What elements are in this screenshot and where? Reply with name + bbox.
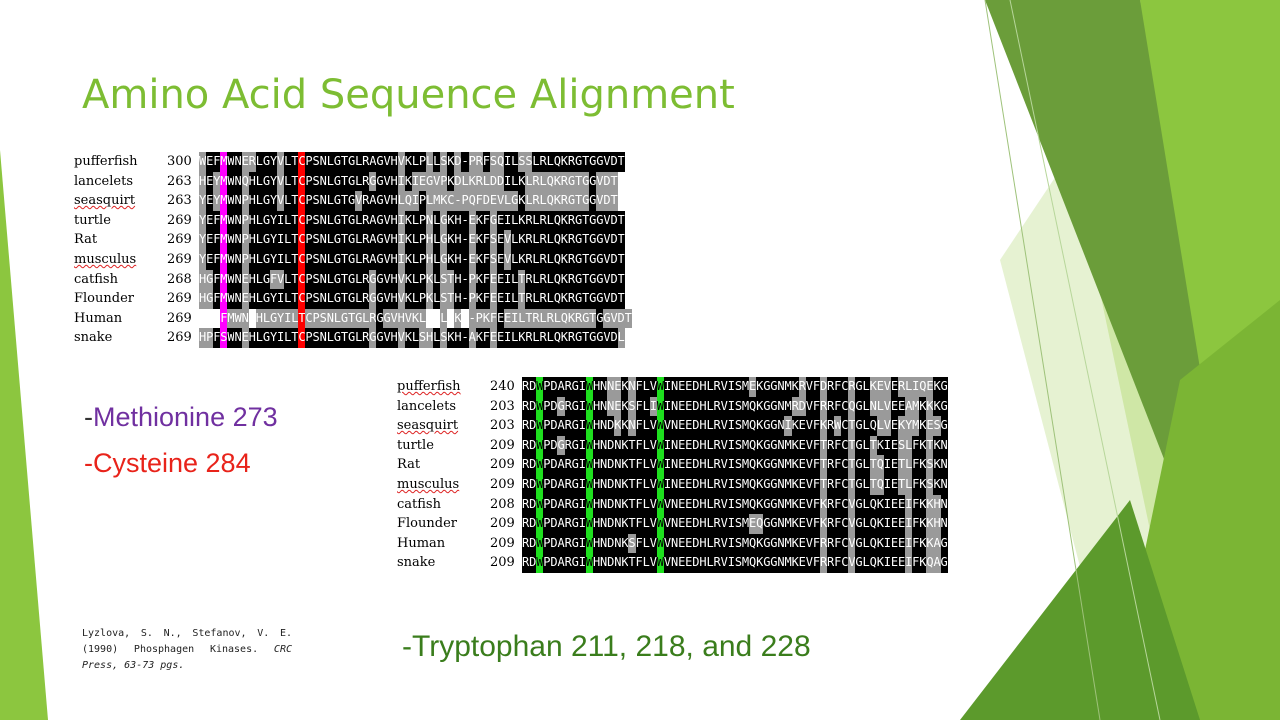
- species-name: turtle: [397, 437, 434, 453]
- residue-number: 263: [167, 173, 192, 189]
- species-name: lancelets: [74, 173, 134, 189]
- citation-authors: Lyzlova, S. N., Stefanov, V. E. (1990) P…: [82, 628, 292, 655]
- cysteine-label: -Cysteine 284: [84, 448, 251, 478]
- decor-line: [984, 0, 1101, 720]
- species-name: Flounder: [397, 516, 457, 532]
- residue-number: 268: [167, 271, 192, 287]
- species-name: Rat: [74, 232, 98, 248]
- species-name: lancelets: [397, 398, 457, 414]
- methionine-text: Methionine 273: [93, 402, 278, 432]
- residue-number: 203: [490, 398, 515, 414]
- decor-left-shape: [0, 150, 48, 720]
- residue-number: 209: [490, 457, 515, 473]
- residue-number: 209: [490, 535, 515, 551]
- residue-number: 209: [490, 437, 515, 453]
- species-name: Human: [397, 535, 446, 551]
- residue-number: 269: [167, 232, 192, 248]
- citation-journal: CRC Press,: [82, 644, 292, 671]
- species-name: pufferfish: [74, 154, 138, 169]
- species-name: snake: [397, 555, 436, 571]
- decor-dark-shape: [985, 0, 1210, 500]
- decor-bottom-shape: [960, 500, 1200, 720]
- residue-number: 203: [490, 418, 515, 434]
- species-name: pufferfish: [397, 379, 461, 394]
- residue-number: 269: [167, 212, 192, 228]
- species-name: seasquirt: [74, 193, 136, 209]
- species-name: catfish: [397, 496, 441, 512]
- methionine-dash: -: [84, 402, 93, 432]
- species-name: snake: [74, 330, 113, 346]
- residue-number: 269: [167, 310, 192, 326]
- residue-number: 300: [167, 154, 192, 169]
- residue-number: 263: [167, 193, 192, 209]
- citation: Lyzlova, S. N., Stefanov, V. E. (1990) P…: [82, 626, 292, 674]
- methionine-label: -Methionine 273: [84, 402, 278, 433]
- residue-number: 208: [490, 496, 515, 512]
- residue-number: 269: [167, 251, 192, 267]
- residue-number: 240: [490, 379, 515, 394]
- residue-number: 209: [490, 476, 515, 492]
- species-name: turtle: [74, 212, 111, 228]
- decor-line-2: [1009, 0, 1161, 720]
- species-name: musculus: [397, 476, 460, 492]
- tryptophan-label: -Tryptophan 211, 218, and 228: [402, 630, 811, 663]
- species-name: Human: [74, 310, 123, 326]
- species-name: catfish: [74, 271, 118, 287]
- citation-pages: 63-73 pgs.: [124, 660, 185, 671]
- residue-number: 269: [167, 330, 192, 346]
- slide-title: Amino Acid Sequence Alignment: [82, 72, 735, 118]
- residue-number: 209: [490, 555, 515, 571]
- species-name: Flounder: [74, 291, 134, 307]
- residue-number: 209: [490, 516, 515, 532]
- residue-number: 269: [167, 291, 192, 307]
- species-name: Rat: [397, 457, 421, 473]
- species-name: seasquirt: [397, 418, 459, 434]
- species-name: musculus: [74, 251, 137, 267]
